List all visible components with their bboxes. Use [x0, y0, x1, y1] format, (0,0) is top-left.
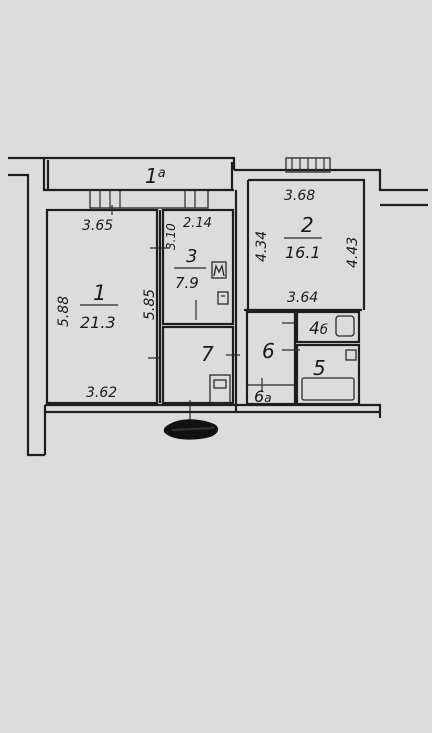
walls — [8, 156, 428, 457]
room-2-number: 2 — [301, 213, 314, 237]
dim-room1-bottom: 3.62 — [86, 385, 117, 401]
room-4b-label: 4б — [309, 319, 328, 339]
dim-room2-right: 4.43 — [345, 237, 361, 268]
room-2-area: 16.1 — [285, 243, 321, 262]
room-3-number: 3 — [186, 246, 197, 267]
room-1a-label: 1a — [145, 164, 166, 188]
dim-room2-top: 3.68 — [284, 188, 315, 204]
room-1-number: 1 — [93, 281, 106, 305]
bathtub-icon — [301, 349, 357, 401]
dim-room1-top: 3.65 — [82, 218, 113, 234]
window-marks — [89, 157, 331, 420]
dim-room3-left: 3.10 — [164, 223, 178, 250]
room-6a-label: 6a — [254, 387, 272, 406]
dim-room3-top: 2.14 — [183, 216, 212, 231]
washbasin-icon — [335, 315, 355, 337]
room-6-label: 6 — [262, 339, 275, 363]
room-1-area: 21.3 — [80, 313, 116, 332]
room-5-label: 5 — [313, 356, 326, 380]
room-7-label: 7 — [201, 342, 214, 366]
dim-room1-right: 5.85 — [142, 289, 158, 320]
room-3-area: 7.9 — [175, 274, 199, 292]
dim-room2-bottom: 3.64 — [287, 290, 318, 306]
dim-room1-left: 5.88 — [56, 296, 72, 327]
stove-icon — [211, 261, 227, 279]
redacted-mark-icon — [163, 419, 219, 440]
sink-icon — [217, 291, 229, 305]
dim-room2-left: 4.34 — [254, 231, 270, 262]
toilet-icon — [209, 374, 231, 404]
